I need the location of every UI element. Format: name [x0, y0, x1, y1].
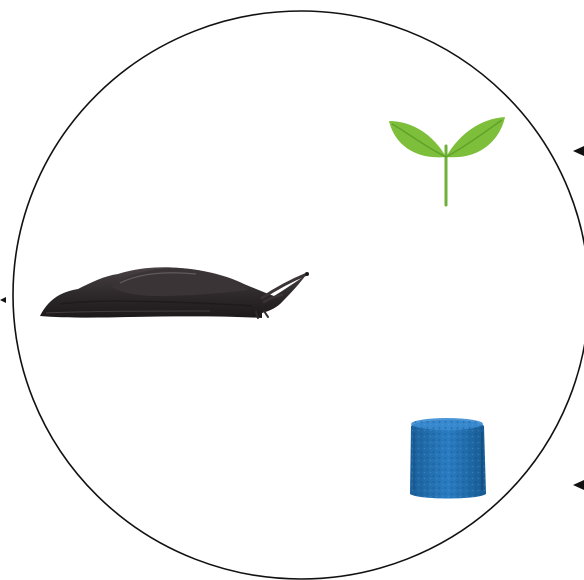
- slug-image: [40, 267, 309, 318]
- arrow-left-edge-icon: [0, 297, 6, 303]
- seedling-icon: [389, 117, 505, 205]
- slug-pellet-image: [410, 418, 486, 499]
- arrow-right-lower-icon: [573, 480, 584, 490]
- arrow-right-upper-icon: [573, 146, 584, 156]
